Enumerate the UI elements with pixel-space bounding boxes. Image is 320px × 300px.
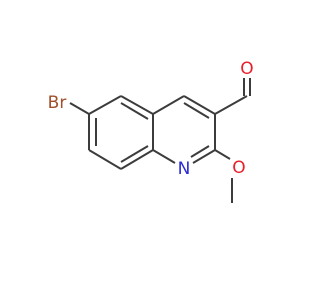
- molecule-canvas: Br O O N: [48, 59, 254, 203]
- bond-c2-n1-inner: [190, 145, 210, 158]
- bond-c3-cho: [214, 95, 248, 115]
- structure-drawing: Br O O N: [48, 59, 254, 203]
- bond-c4a-c5-inner: [120, 102, 149, 120]
- atom-bromine-label: Br: [48, 93, 67, 113]
- atom-labels: Br O O N: [48, 59, 254, 179]
- bond-c4a-c4: [152, 95, 185, 115]
- bond-c4a-c5: [120, 95, 154, 115]
- bond-c8-c8a-inner: [120, 145, 149, 163]
- bond-c4-c3: [183, 95, 216, 115]
- atom-ring-nitrogen-label: N: [178, 159, 191, 179]
- bond-c5-c6: [88, 95, 122, 115]
- bond-c6-br: [69, 102, 90, 115]
- atom-methoxy-oxygen-label: O: [232, 158, 245, 178]
- atom-aldehyde-oxygen-label: O: [240, 59, 253, 79]
- bond-c7-c8: [88, 149, 122, 170]
- bonds: [69, 78, 251, 203]
- bond-n1-c8a: [152, 149, 176, 164]
- bond-c2-omethoxy: [214, 149, 231, 160]
- bond-c2-n1: [192, 149, 216, 164]
- bond-c4-c3-inner: [183, 102, 210, 119]
- bond-c8-c8a: [120, 149, 154, 170]
